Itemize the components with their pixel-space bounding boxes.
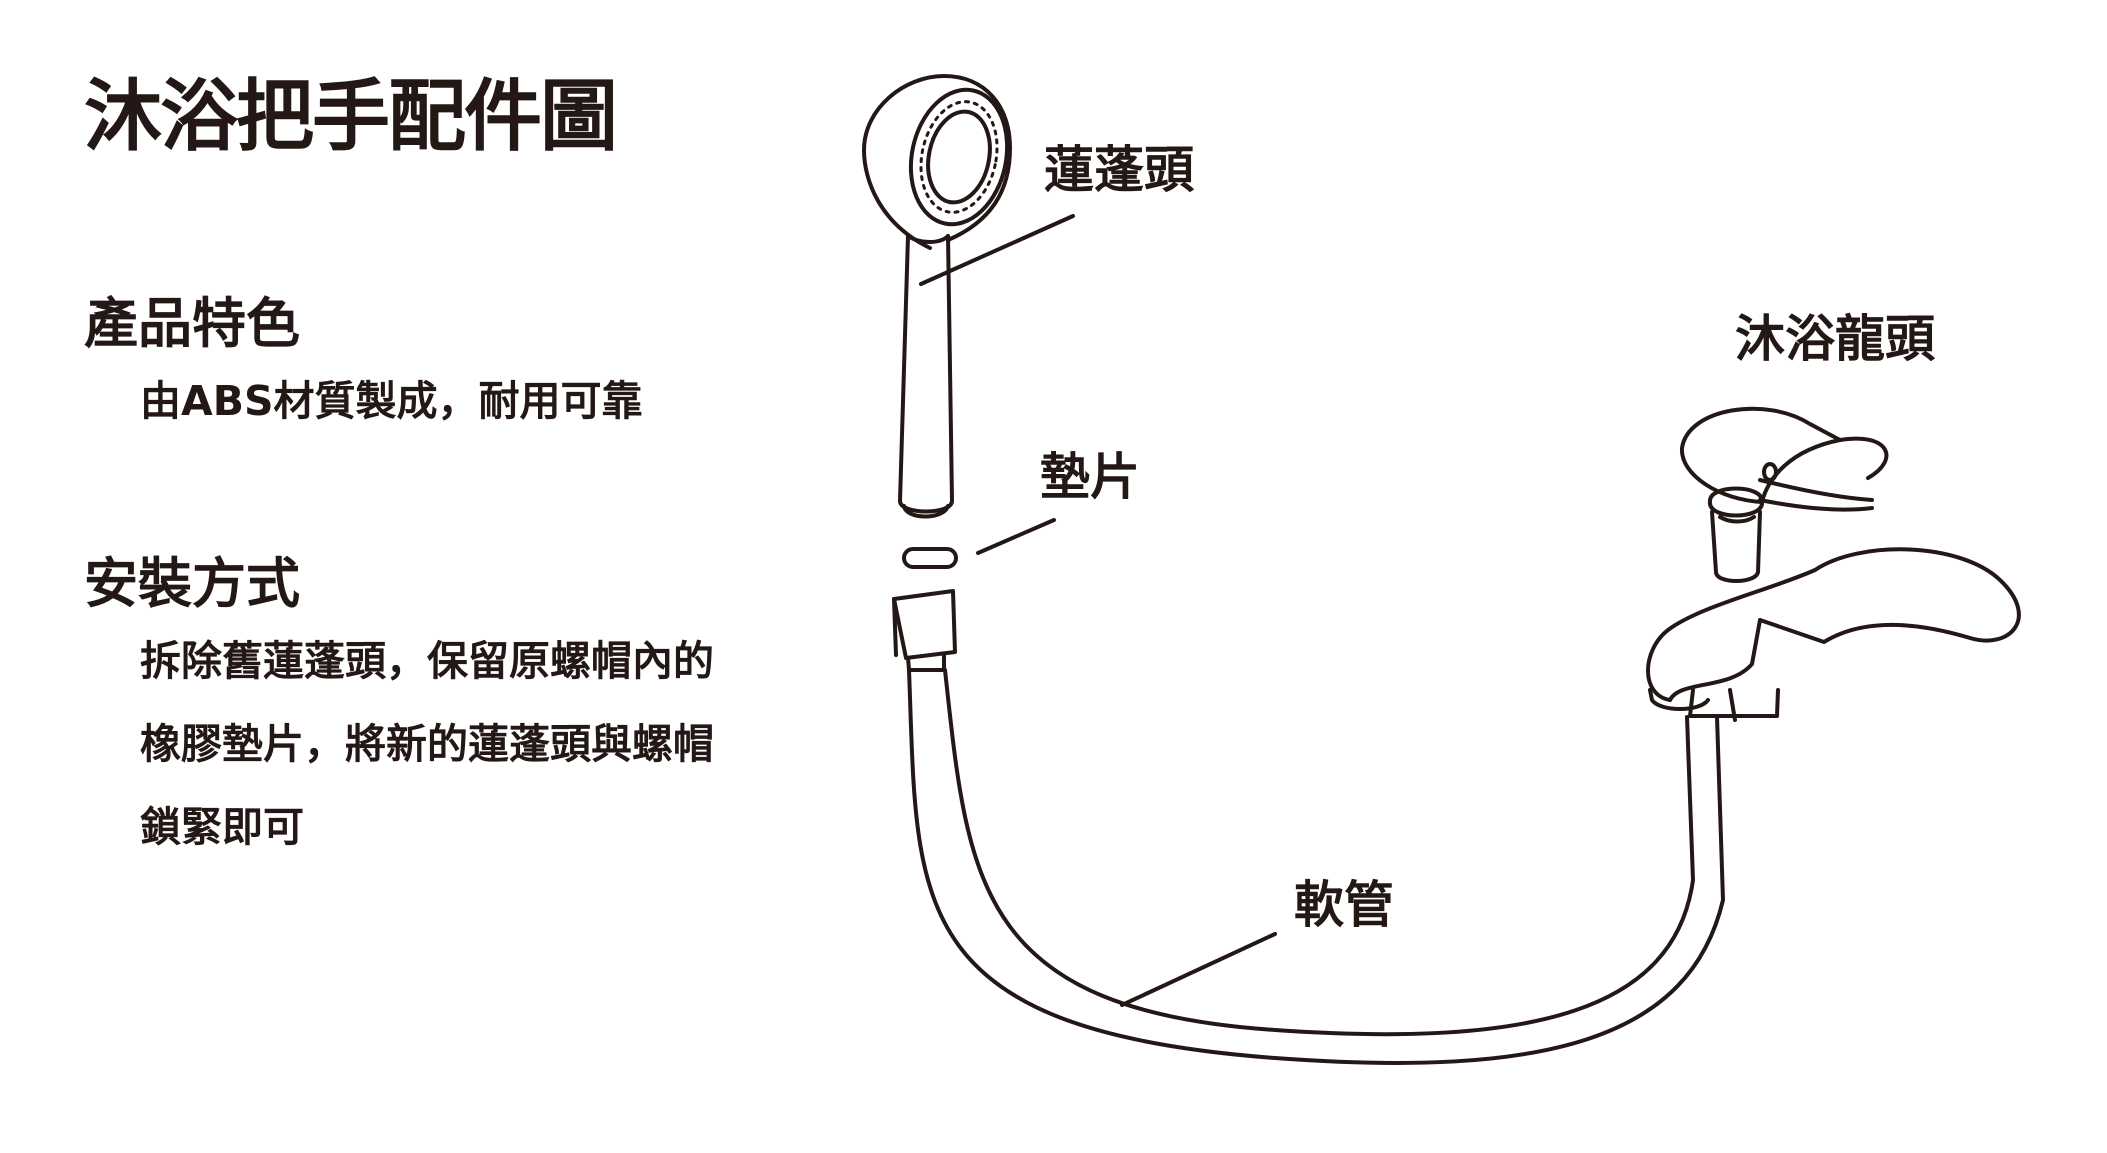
hose-nut-illustration xyxy=(892,589,957,672)
hose-leader-line xyxy=(1120,932,1277,1007)
hose-label: 軟管 xyxy=(1294,876,1394,934)
hose-illustration xyxy=(907,668,1725,1065)
features-text: 由ABS材質製成，耐用可靠 xyxy=(140,377,643,425)
faucet-illustration xyxy=(1646,406,2021,722)
installation-line-3: 鎖緊即可 xyxy=(140,803,304,851)
page-title: 沐浴把手配件圖 xyxy=(84,72,618,162)
washer-leader-line xyxy=(976,518,1056,555)
features-heading: 產品特色 xyxy=(84,292,300,355)
showerhead-illustration xyxy=(862,74,1012,519)
installation-heading: 安裝方式 xyxy=(84,552,300,615)
showerhead-leader-line xyxy=(919,214,1075,286)
washer-label: 墊片 xyxy=(1040,448,1140,506)
washer-illustration xyxy=(902,547,958,569)
faucet-label: 沐浴龍頭 xyxy=(1735,310,1935,368)
installation-line-2: 橡膠墊片，將新的蓮蓬頭與螺帽 xyxy=(140,720,714,768)
installation-line-1: 拆除舊蓮蓬頭，保留原螺帽內的 xyxy=(140,637,714,685)
showerhead-label: 蓮蓬頭 xyxy=(1044,141,1194,199)
